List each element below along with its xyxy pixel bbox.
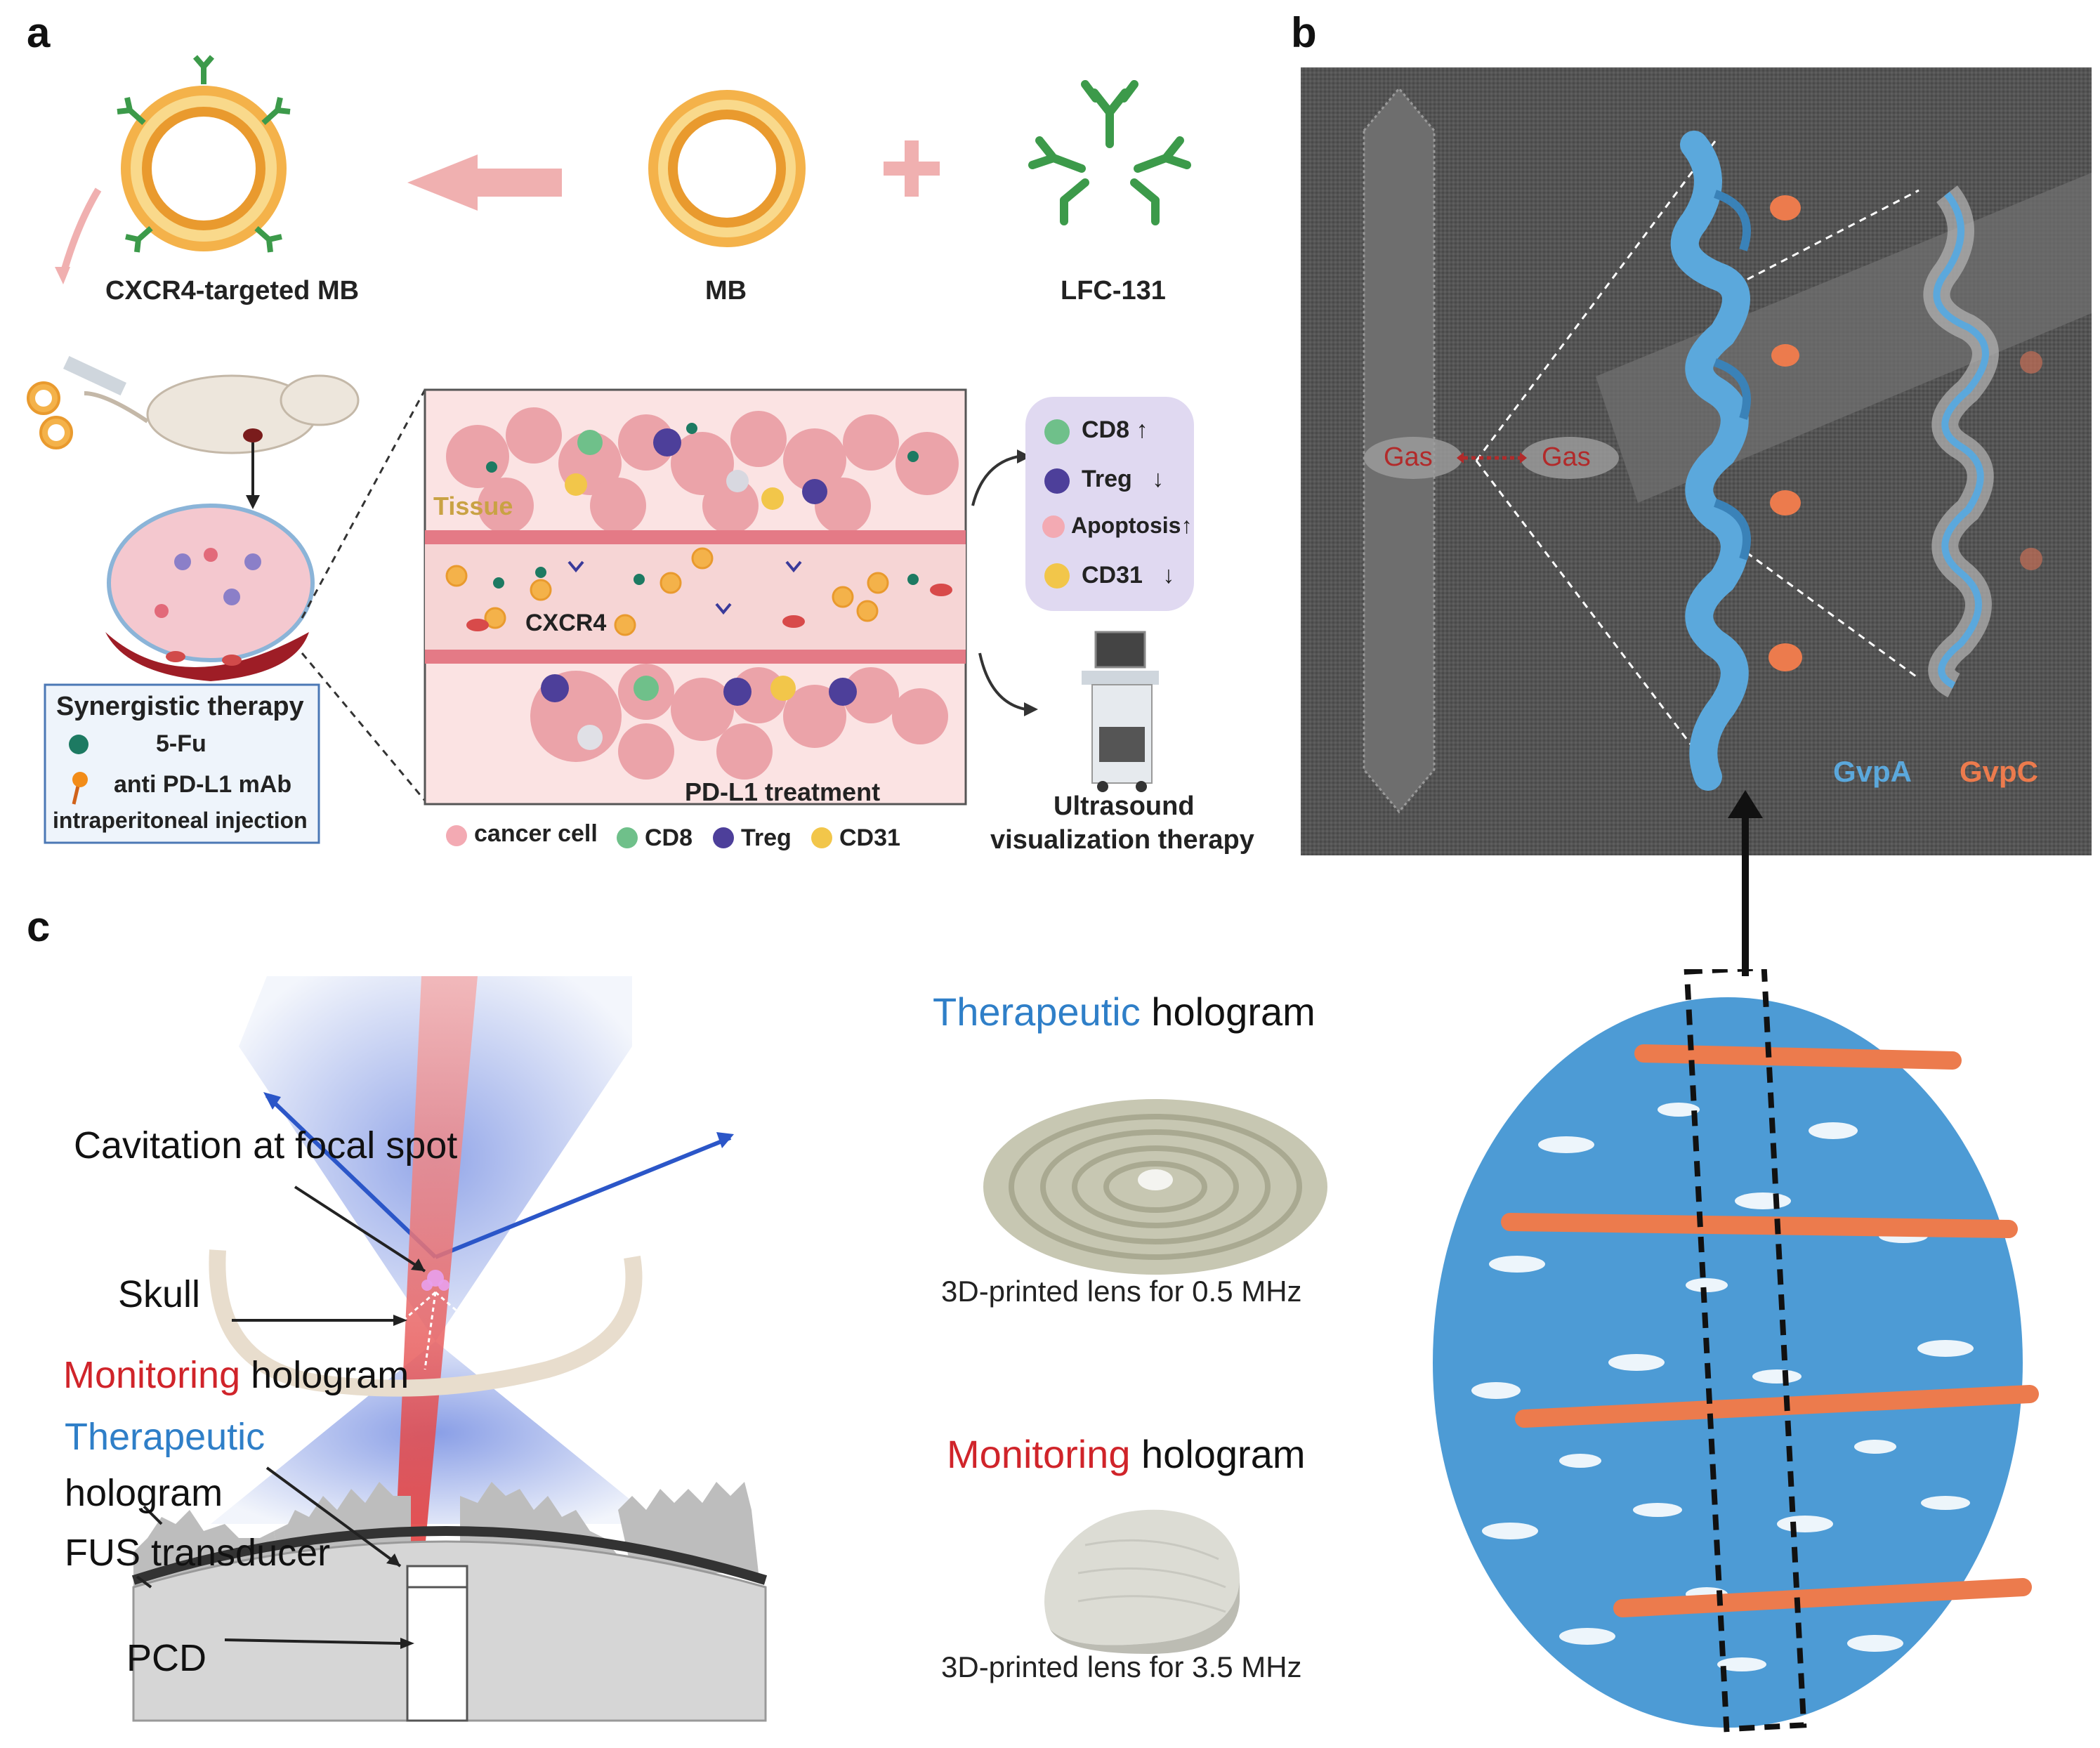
synergistic-therapy-title: Synergistic therapy xyxy=(56,692,304,721)
gas-vesicle-barrel-map xyxy=(1433,969,2039,1733)
zoom-box xyxy=(1684,969,1807,1733)
panel-a-letter: a xyxy=(27,9,51,56)
lens-0.5mhz-image xyxy=(983,1099,1327,1275)
panel-b-cryo-em xyxy=(1301,67,2092,855)
skull-label: Skull xyxy=(118,1273,201,1315)
synergistic-therapy-box xyxy=(44,683,320,844)
gvpa-label: GvpA xyxy=(1833,755,1912,788)
effect-treg: Treg ↓ xyxy=(1082,466,1164,492)
ip-injection-label: intraperitoneal injection xyxy=(53,808,308,833)
lfc-131-label: LFC-131 xyxy=(1061,276,1166,305)
ultrasound-label-line1: Ultrasound xyxy=(1054,791,1195,821)
pink-arrow-left xyxy=(407,155,562,211)
anti-pdl1-label: anti PD-L1 mAb xyxy=(114,771,292,798)
effect-cd8: CD8 ↑ xyxy=(1082,416,1148,443)
pcd-element xyxy=(406,1579,468,1722)
mouse-illustration xyxy=(27,355,360,509)
gvpa-helix xyxy=(1670,131,1750,791)
therapeutic-label: Therapeutic xyxy=(65,1416,265,1458)
5-fu-label: 5-Fu xyxy=(156,730,206,757)
gvpc-bands xyxy=(1501,1044,2039,1617)
tissue-label: Tissue xyxy=(433,492,513,520)
legend-treg: Treg xyxy=(741,824,792,851)
targeted-microbubble xyxy=(117,55,291,253)
monitoring-hologram-title: Monitoring hologram xyxy=(947,1432,1306,1476)
gas-label-left: Gas xyxy=(1384,442,1433,472)
pcd-label: PCD xyxy=(126,1637,207,1679)
cxcr4-label: CXCR4 xyxy=(525,610,607,636)
panel-c-letter: c xyxy=(27,903,51,950)
ultrasound-label-line2: visualization therapy xyxy=(990,825,1254,855)
arrow-up xyxy=(1728,790,1763,976)
panel-c-transducer-diagram xyxy=(131,976,768,1722)
panel-b-letter: b xyxy=(1291,9,1317,56)
lens-3.5mhz-caption: 3D-printed lens for 3.5 MHz xyxy=(941,1650,1302,1683)
panel-a-diagram xyxy=(27,55,1194,848)
cxcr4-targeted-mb-label: CXCR4-targeted MB xyxy=(105,276,360,305)
mb-label: MB xyxy=(705,276,747,305)
legend-cd8: CD8 xyxy=(645,824,693,851)
effects-panel xyxy=(1025,397,1194,611)
ultrasound-machine-icon xyxy=(1082,631,1159,792)
antibody-icon xyxy=(1028,80,1191,225)
legend-cancer-cell: cancer cell xyxy=(474,820,598,847)
gvpc-label: GvpC xyxy=(1960,755,2039,788)
lens-0.5mhz-caption: 3D-printed lens for 0.5 MHz xyxy=(941,1275,1302,1308)
skull-arc xyxy=(209,1249,643,1397)
plus-icon xyxy=(884,140,940,197)
effect-cd31: CD31 ↓ xyxy=(1082,562,1175,589)
legend-cd31: CD31 xyxy=(839,824,900,851)
effect-apoptosis: Apoptosis↑ xyxy=(1071,513,1193,538)
hologram-label: hologram xyxy=(65,1472,223,1514)
gvpc-density xyxy=(1768,195,1802,671)
microbubble xyxy=(648,90,806,247)
cancer-cells-top xyxy=(446,407,959,534)
lens-3.5mhz-image xyxy=(1044,1509,1240,1654)
monitoring-hologram-label: Monitoring hologram xyxy=(63,1354,409,1396)
vessel-microbubbles xyxy=(445,547,889,636)
tumor-illustration xyxy=(105,504,315,681)
gas-label-right: Gas xyxy=(1542,442,1591,472)
pdl1-treatment-label: PD-L1 treatment xyxy=(685,777,881,806)
pink-curve-arrow xyxy=(60,188,102,275)
fus-transducer-label: FUS transducer xyxy=(65,1532,331,1574)
cavitation-label: Cavitation at focal spot xyxy=(74,1124,458,1167)
therapeutic-hologram-title: Therapeutic hologram xyxy=(933,990,1315,1034)
